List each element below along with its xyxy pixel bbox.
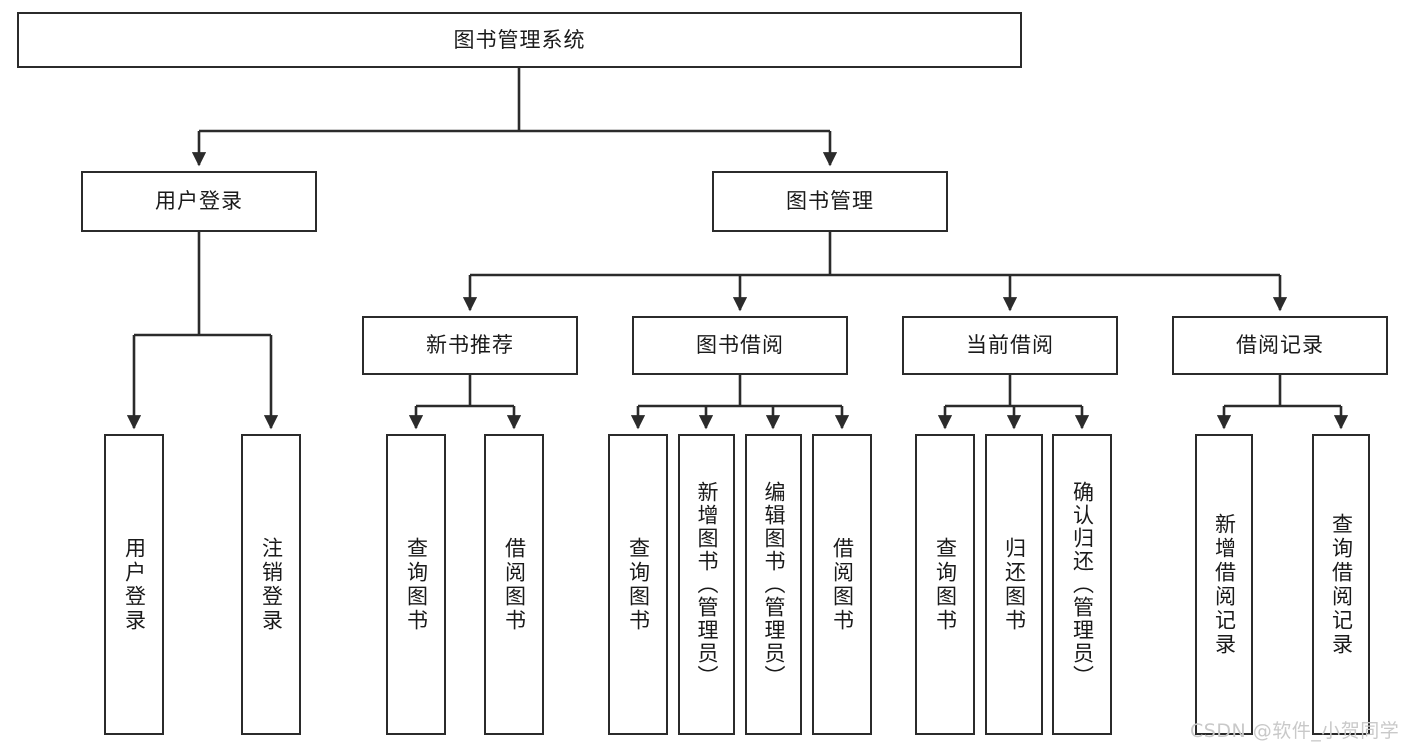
node-book-borrow-label: 图书借阅 [696, 333, 784, 358]
node-book-borrow[interactable]: 图书借阅 [632, 316, 848, 375]
node-leaf-query-book-rec-label: 查询图书 [404, 536, 429, 633]
node-leaf-query-borrow-record-label: 查询借阅记录 [1329, 512, 1354, 657]
node-book-manage[interactable]: 图书管理 [712, 171, 948, 232]
node-borrow-record[interactable]: 借阅记录 [1172, 316, 1388, 375]
node-leaf-query-book-borrow[interactable]: 查询图书 [608, 434, 668, 735]
node-root-label: 图书管理系统 [453, 27, 586, 52]
node-leaf-borrow-book-rec-label: 借阅图书 [502, 536, 527, 633]
node-leaf-user-logout[interactable]: 注销登录 [241, 434, 301, 735]
node-leaf-borrow-book-rec[interactable]: 借阅图书 [484, 434, 544, 735]
node-leaf-query-book-rec[interactable]: 查询图书 [386, 434, 446, 735]
node-leaf-borrow-book-label: 借阅图书 [830, 536, 855, 633]
node-new-book-rec-label: 新书推荐 [426, 333, 514, 358]
node-leaf-edit-book-admin-label: 编辑图书（管理员） [762, 481, 786, 688]
node-leaf-user-login-label: 用户登录 [122, 536, 147, 633]
node-current-borrow-label: 当前借阅 [966, 333, 1054, 358]
node-leaf-return-book[interactable]: 归还图书 [985, 434, 1043, 735]
node-leaf-add-borrow-record[interactable]: 新增借阅记录 [1195, 434, 1253, 735]
node-new-book-rec[interactable]: 新书推荐 [362, 316, 578, 375]
node-leaf-confirm-return-admin-label: 确认归还（管理员） [1070, 481, 1095, 688]
node-borrow-record-label: 借阅记录 [1236, 333, 1324, 358]
node-leaf-query-borrow-record[interactable]: 查询借阅记录 [1312, 434, 1370, 735]
node-leaf-confirm-return-admin[interactable]: 确认归还（管理员） [1052, 434, 1112, 735]
node-leaf-borrow-book[interactable]: 借阅图书 [812, 434, 872, 735]
node-leaf-add-book-admin-label: 新增图书（管理员） [695, 481, 719, 688]
node-leaf-query-book-cur[interactable]: 查询图书 [915, 434, 975, 735]
node-root[interactable]: 图书管理系统 [17, 12, 1022, 68]
node-leaf-user-login[interactable]: 用户登录 [104, 434, 164, 735]
node-leaf-add-borrow-record-label: 新增借阅记录 [1212, 512, 1237, 657]
node-current-borrow[interactable]: 当前借阅 [902, 316, 1118, 375]
node-user-login-label: 用户登录 [155, 189, 243, 214]
node-user-login[interactable]: 用户登录 [81, 171, 317, 232]
watermark-text: CSDN @软件_小贺同学 [1190, 720, 1400, 742]
node-leaf-user-logout-label: 注销登录 [259, 536, 284, 633]
node-book-manage-label: 图书管理 [786, 189, 874, 214]
node-leaf-return-book-label: 归还图书 [1002, 536, 1027, 633]
node-leaf-edit-book-admin[interactable]: 编辑图书（管理员） [745, 434, 802, 735]
node-leaf-query-book-borrow-label: 查询图书 [626, 536, 651, 633]
node-leaf-query-book-cur-label: 查询图书 [933, 536, 958, 633]
node-leaf-add-book-admin[interactable]: 新增图书（管理员） [678, 434, 735, 735]
